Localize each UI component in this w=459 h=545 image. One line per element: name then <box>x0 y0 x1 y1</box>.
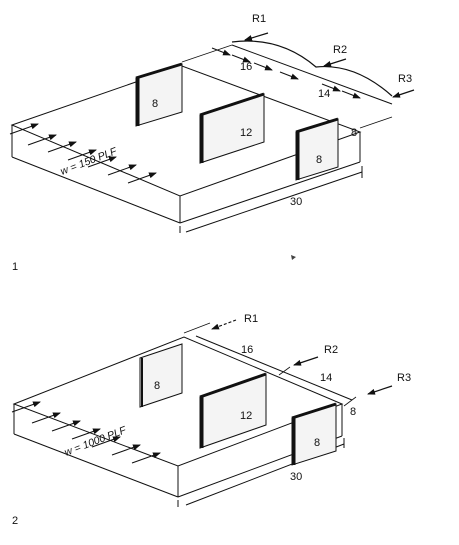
figure-2-wall-left <box>139 343 183 408</box>
figure-1-label-r3: R3 <box>398 73 412 85</box>
figure-1-extension-top <box>181 44 233 63</box>
stray-mark <box>291 255 296 260</box>
figure-2-dim-line-top <box>195 335 353 401</box>
figure-1-label-r1: R1 <box>252 13 266 25</box>
figure-2-load-label: w = 1000 PLF <box>63 424 129 459</box>
figure-1-dim-top-right: 14 <box>318 88 330 100</box>
figure-1-dim-line-front <box>185 171 363 233</box>
figure-1-label-r2: R2 <box>333 44 347 56</box>
figure-1-wall-left <box>135 63 183 127</box>
figure-2-label-r1: R1 <box>244 313 258 325</box>
figure-2-reaction-arrow-r1 <box>211 319 237 330</box>
figure-1-box-bottom-right <box>179 161 361 224</box>
figure-2-dim-front: 30 <box>290 471 302 483</box>
figure-1-box-bottom-left <box>11 156 181 224</box>
figure-1-wall-middle-top <box>199 92 265 117</box>
arrow <box>127 172 157 184</box>
figure-1: R1 R2 R3 16 14 8 30 8 12 8 w = 150 PLF 1 <box>9 13 415 273</box>
figure-2-wall-right <box>291 403 337 466</box>
figure-2-dim-tick-end <box>343 396 357 407</box>
arrow <box>11 401 41 413</box>
figure-2-label-r2: R2 <box>324 344 338 356</box>
figure-1-reaction-arrow-r2 <box>323 58 347 67</box>
figure-1-dim-right: 8 <box>351 127 357 139</box>
arrow <box>31 412 61 424</box>
figure-2-dim-right: 8 <box>350 406 356 418</box>
arrow <box>131 452 161 464</box>
arrow <box>47 141 77 153</box>
arrow <box>321 83 341 92</box>
figure-2-reaction-arrows <box>211 319 393 395</box>
figure-1-reaction-arrow-r3 <box>392 89 415 98</box>
arrow <box>51 420 81 432</box>
figure-2-wall-right-top <box>291 402 337 420</box>
figure-2-dim-top-left: 16 <box>241 344 253 356</box>
figure-2-reaction-arrow-r2 <box>293 356 319 366</box>
figure-2: R1 R2 R3 16 14 8 30 8 12 8 w = 1000 PLF … <box>11 313 411 527</box>
figure-2-wall-right-label: 8 <box>314 437 320 449</box>
figure-1-dim-line-top <box>231 44 393 105</box>
figure-1-reaction-arrow-r1 <box>244 32 269 41</box>
arrow <box>211 47 231 56</box>
arrow <box>87 156 117 168</box>
figure-1-wall-middle-label: 12 <box>240 127 252 139</box>
figure-2-label-r3: R3 <box>397 372 411 384</box>
figure-2-number: 2 <box>12 515 18 527</box>
figure-1-load-label: w = 150 PLF <box>59 145 119 178</box>
figure-2-side-arrows <box>11 401 161 464</box>
figure-1-walls <box>135 62 339 181</box>
figure-2-wall-middle-top <box>199 372 267 399</box>
figure-2-reaction-arrow-r3 <box>367 385 393 395</box>
figure-1-wall-right <box>295 118 339 181</box>
figure-1-number: 1 <box>12 261 18 273</box>
figure-2-wall-left-label: 8 <box>154 380 160 392</box>
figure-2-walls <box>139 343 337 466</box>
arrow <box>279 71 299 80</box>
arrow <box>341 90 361 99</box>
figure-2-extension-top <box>183 322 211 334</box>
figure-1-side-arrows <box>9 123 157 184</box>
arrow <box>253 62 273 71</box>
figure-2-box-bottom-left <box>13 433 179 498</box>
arrow <box>91 436 121 448</box>
figure-2-dim-tick-mid <box>278 366 291 376</box>
figure-1-box <box>10 65 362 224</box>
figure-1-dim-front: 30 <box>290 196 302 208</box>
arrow <box>111 444 141 456</box>
arrow <box>71 428 101 440</box>
figure-1-wall-left-top <box>135 62 183 80</box>
figure-1-top-arrows <box>211 47 361 99</box>
figure-1-dimensions <box>179 44 393 233</box>
figure-1-wall-right-top <box>295 117 339 134</box>
figure-2-wall-middle-label: 12 <box>240 410 252 422</box>
arrow <box>9 123 39 135</box>
figure-1-dim-top-left: 16 <box>240 61 252 73</box>
arrow <box>27 134 57 146</box>
arrow <box>231 54 251 63</box>
arrow <box>67 149 97 161</box>
figure-1-load-curve <box>231 40 393 97</box>
figure-1-wall-left-label: 8 <box>152 98 158 110</box>
figure-1-wall-right-label: 8 <box>316 154 322 166</box>
arrow <box>107 164 137 176</box>
figure-2-dim-top-right: 14 <box>320 372 332 384</box>
figure-1-extension-right <box>359 116 393 129</box>
